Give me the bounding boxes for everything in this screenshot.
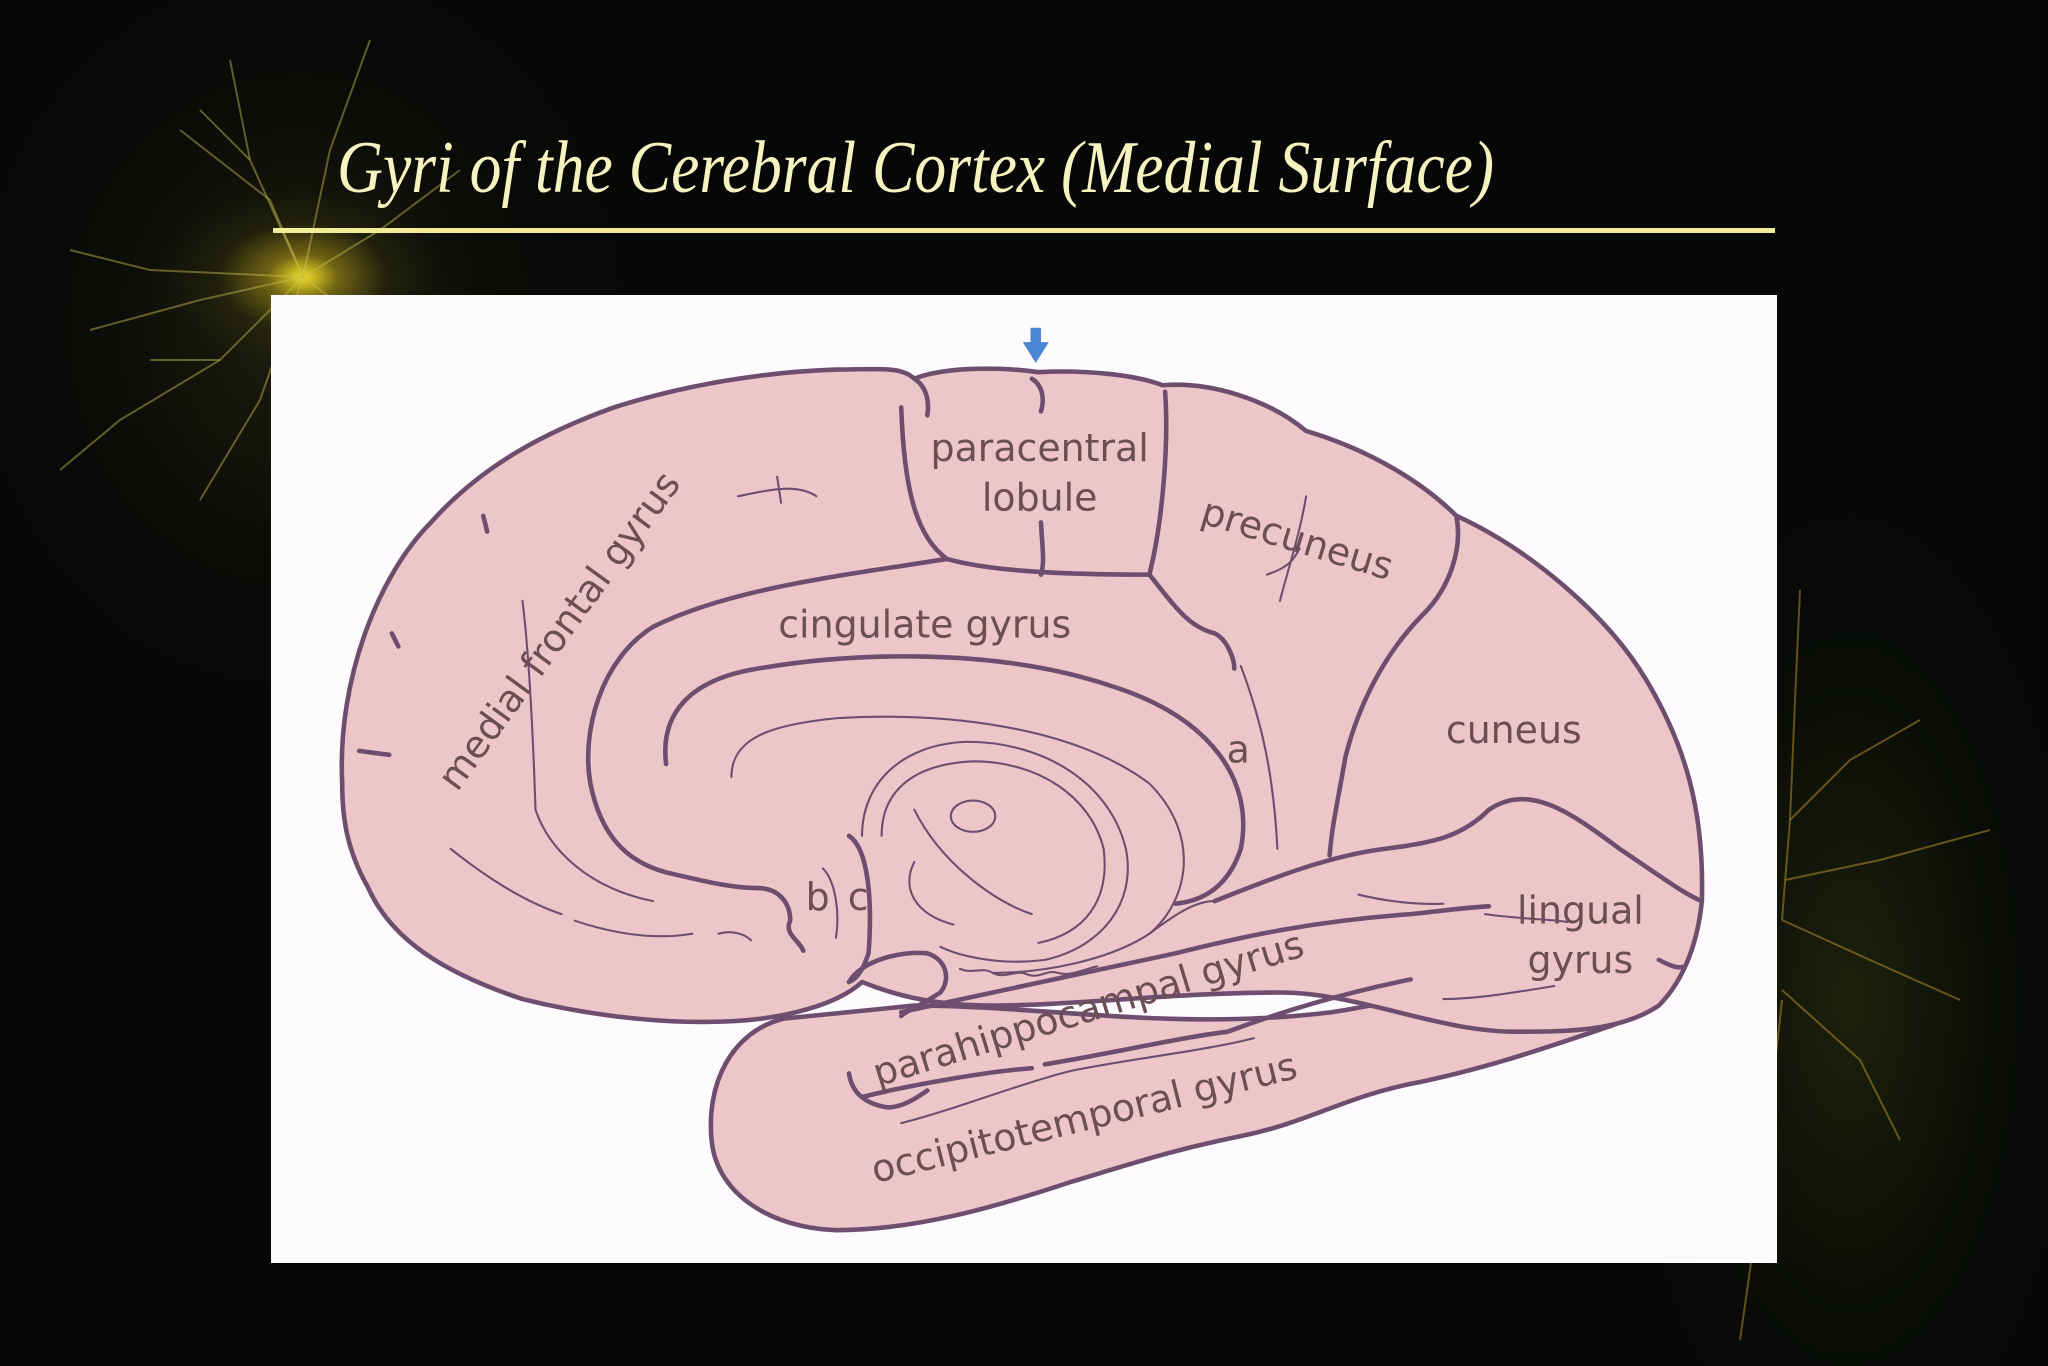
fimbria	[1148, 900, 1216, 935]
lingual-sulcus-2	[1484, 913, 1569, 924]
corpus-callosum-inner	[730, 715, 1185, 974]
title-underline	[273, 228, 1775, 233]
occipitotemporal-sulcus-2	[1042, 977, 1413, 1067]
label-lingual: lingual	[1517, 888, 1644, 932]
label-lingual-gyrus: gyrus	[1528, 938, 1634, 982]
frontal-branch-2	[776, 475, 783, 504]
label-lobule: lobule	[982, 476, 1098, 520]
label-c: c	[848, 875, 869, 919]
b-c-divider	[821, 867, 839, 939]
label-paracentral: paracentral	[931, 426, 1149, 470]
frontal-sulcus-arc	[534, 808, 655, 903]
central-sulcus-notch	[1029, 376, 1045, 414]
label-a: a	[1227, 728, 1250, 772]
lingual-sulcus-3	[1442, 984, 1556, 1001]
subparietal-sulcus	[1239, 664, 1279, 850]
occipitotemporal-sulcus-thin	[900, 1037, 1255, 1125]
hemisphere-outline	[339, 366, 1705, 1034]
frontal-notch-2	[356, 748, 392, 758]
slide-title: Gyri of the Cerebral Cortex (Medial Surf…	[337, 127, 1495, 209]
collateral-sulcus	[898, 904, 1492, 1015]
lingual-notch	[1656, 957, 1688, 970]
label-cingulate-gyrus: cingulate gyrus	[778, 602, 1071, 646]
anterior-commissure	[908, 860, 955, 926]
superior-rostral-sulcus	[521, 599, 537, 811]
rostral-sulcus-2	[573, 919, 694, 938]
calcarine-sulcus	[1212, 796, 1705, 904]
paracentral-notch-left	[911, 376, 931, 418]
fornix-inner	[880, 760, 1106, 944]
paraterminal-sulcus	[755, 885, 806, 954]
rhinal-notch	[846, 1071, 930, 1110]
lingual-sulcus-1	[1357, 893, 1445, 905]
precuneus-branch	[1265, 547, 1301, 576]
paracentral-notch-bottom	[1038, 520, 1046, 577]
hippocampal-scallops	[958, 965, 1099, 977]
label-cuneus: cuneus	[1446, 708, 1582, 752]
paracentral-sulcus-right	[1147, 389, 1169, 577]
fornix-outer	[860, 740, 1129, 963]
rostral-sulcus-1	[449, 847, 563, 916]
lamina-terminalis	[846, 833, 873, 985]
precuneus-sulcus	[1278, 495, 1308, 602]
paracentral-sulcus-left	[898, 405, 950, 562]
uncus-outline	[846, 950, 949, 1019]
label-b: b	[806, 875, 830, 919]
frontal-branch	[736, 487, 818, 498]
parieto-occipital-sulcus	[1327, 513, 1461, 858]
rostral-sulcus-3	[717, 931, 753, 942]
cingulate-sulcus	[585, 556, 950, 891]
callosal-sulcus	[663, 654, 1246, 906]
arrow-down-icon	[1022, 327, 1049, 364]
frontal-notch-1	[389, 631, 401, 649]
occipitotemporal-sulcus	[859, 1065, 1035, 1100]
marginal-ramus	[1147, 572, 1237, 671]
frontal-notch-3	[480, 513, 490, 534]
paracentral-bottom	[944, 556, 1152, 577]
thalamus-curve	[913, 808, 1033, 916]
interthalamic-adhesion	[949, 799, 997, 833]
